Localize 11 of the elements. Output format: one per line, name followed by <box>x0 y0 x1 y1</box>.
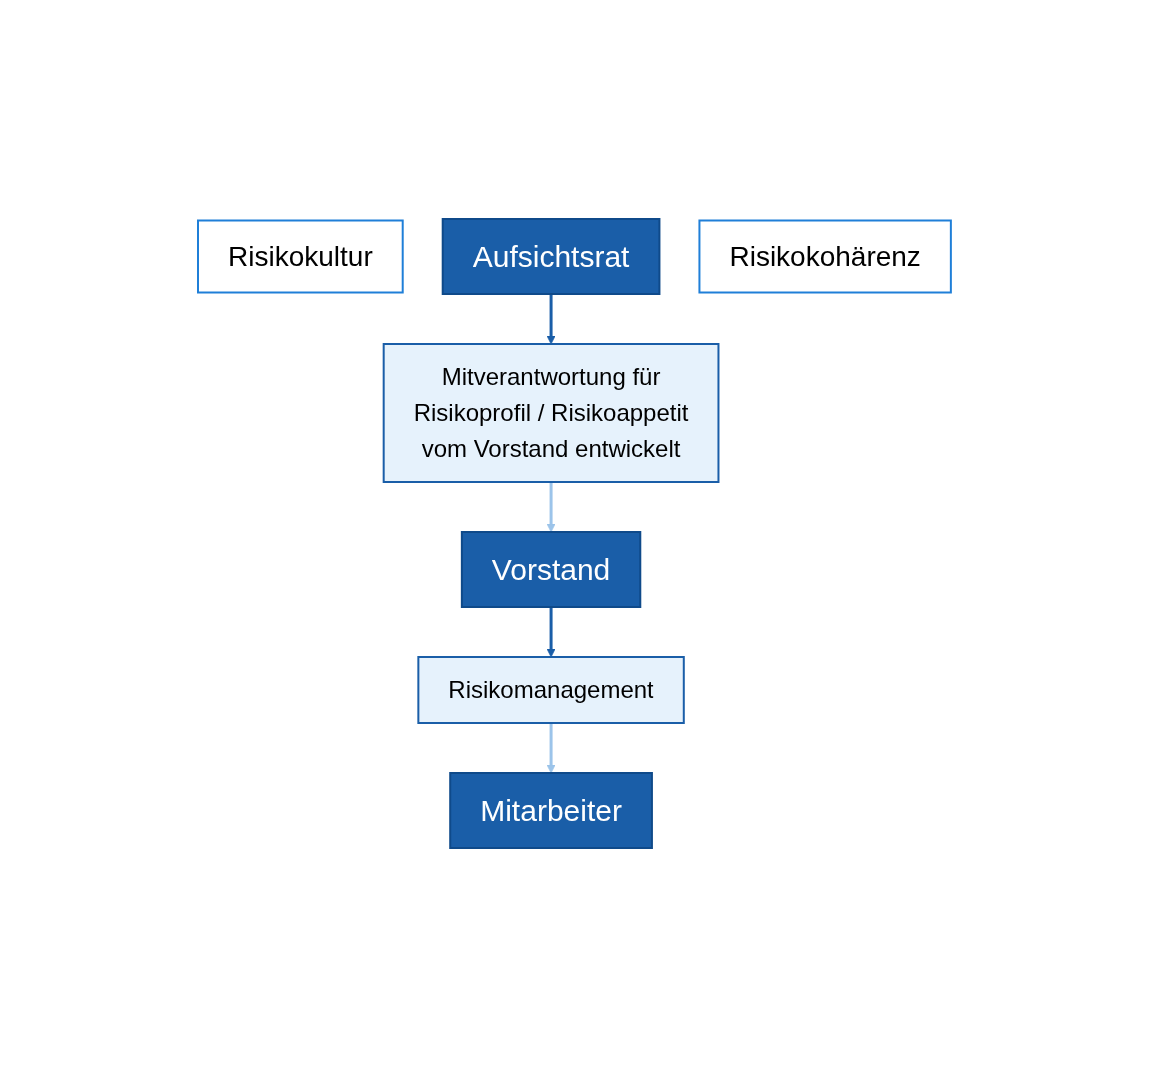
node-box: Vorstand <box>460 531 642 608</box>
node-box: Mitverantwortung für Risikoprofil / Risikoappetit vom Vorstand entwickelt <box>382 343 720 483</box>
node-box: Risikokultur <box>197 219 404 294</box>
arrow <box>546 482 556 533</box>
node-box: Aufsichtsrat <box>441 218 661 295</box>
arrow <box>546 294 556 345</box>
arrow <box>546 607 556 658</box>
node-box: Risikomanagement <box>417 656 685 724</box>
node-box: Risikokohärenz <box>698 219 952 294</box>
arrow <box>546 723 556 774</box>
node-box: Mitarbeiter <box>449 772 653 849</box>
